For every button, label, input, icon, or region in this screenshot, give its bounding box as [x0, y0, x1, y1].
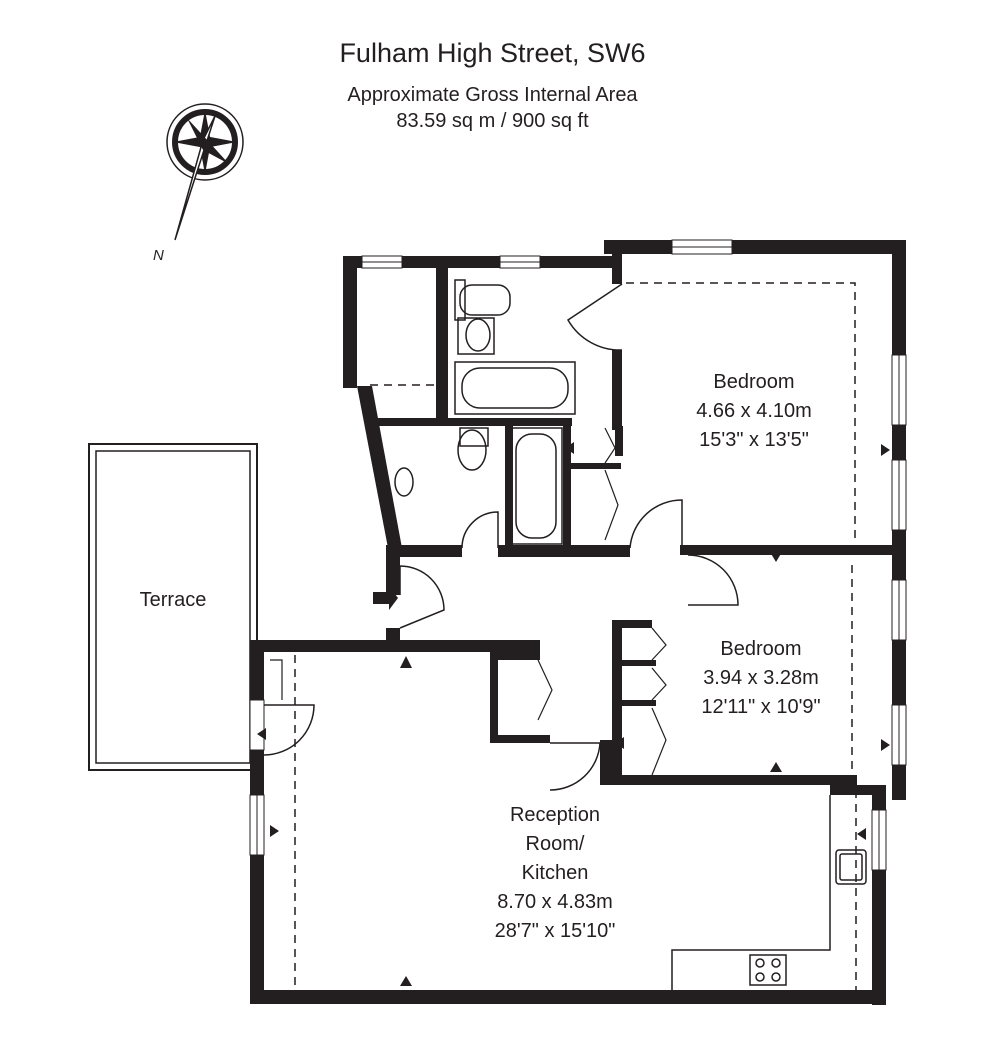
- cupboard-doors: [270, 427, 667, 776]
- room-label-bedroom-1: Bedroom 4.66 x 4.10m 15'3" x 13'5": [696, 371, 812, 451]
- bathroom-fixtures: [394, 279, 576, 545]
- room-size-metric: 8.70 x 4.83m: [497, 891, 613, 913]
- room-name-line2: Room/: [526, 833, 585, 855]
- room-name-line1: Reception: [510, 804, 600, 826]
- windows: [249, 239, 907, 871]
- doors: [263, 283, 739, 791]
- area-label: Approximate Gross Internal Area: [347, 84, 638, 106]
- room-size-imperial: 28'7" x 15'10": [495, 920, 616, 942]
- room-size-metric: 4.66 x 4.10m: [696, 400, 812, 422]
- room-name: Bedroom: [713, 371, 794, 393]
- room-label-bedroom-2: Bedroom 3.94 x 3.28m 12'11" x 10'9": [701, 638, 820, 718]
- room-label-reception: Reception Room/ Kitchen 8.70 x 4.83m 28'…: [495, 804, 616, 942]
- north-compass-icon: N: [153, 103, 244, 264]
- interior-walls: [372, 254, 892, 785]
- room-size-imperial: 15'3" x 13'5": [699, 429, 809, 451]
- room-label-terrace: Terrace: [140, 589, 207, 611]
- marker-arrows: [257, 442, 890, 986]
- kitchen-units: [671, 795, 867, 990]
- compass-label: N: [153, 247, 164, 264]
- exterior-walls: [250, 240, 906, 1005]
- room-size-metric: 3.94 x 3.28m: [703, 667, 819, 689]
- room-name-line3: Kitchen: [522, 862, 589, 884]
- terrace-area: [88, 443, 258, 771]
- room-size-imperial: 12'11" x 10'9": [701, 696, 820, 718]
- area-value: 83.59 sq m / 900 sq ft: [396, 110, 589, 132]
- dashed-boundaries: [294, 282, 857, 990]
- room-name: Bedroom: [720, 638, 801, 660]
- plan-title: Fulham High Street, SW6: [339, 38, 646, 68]
